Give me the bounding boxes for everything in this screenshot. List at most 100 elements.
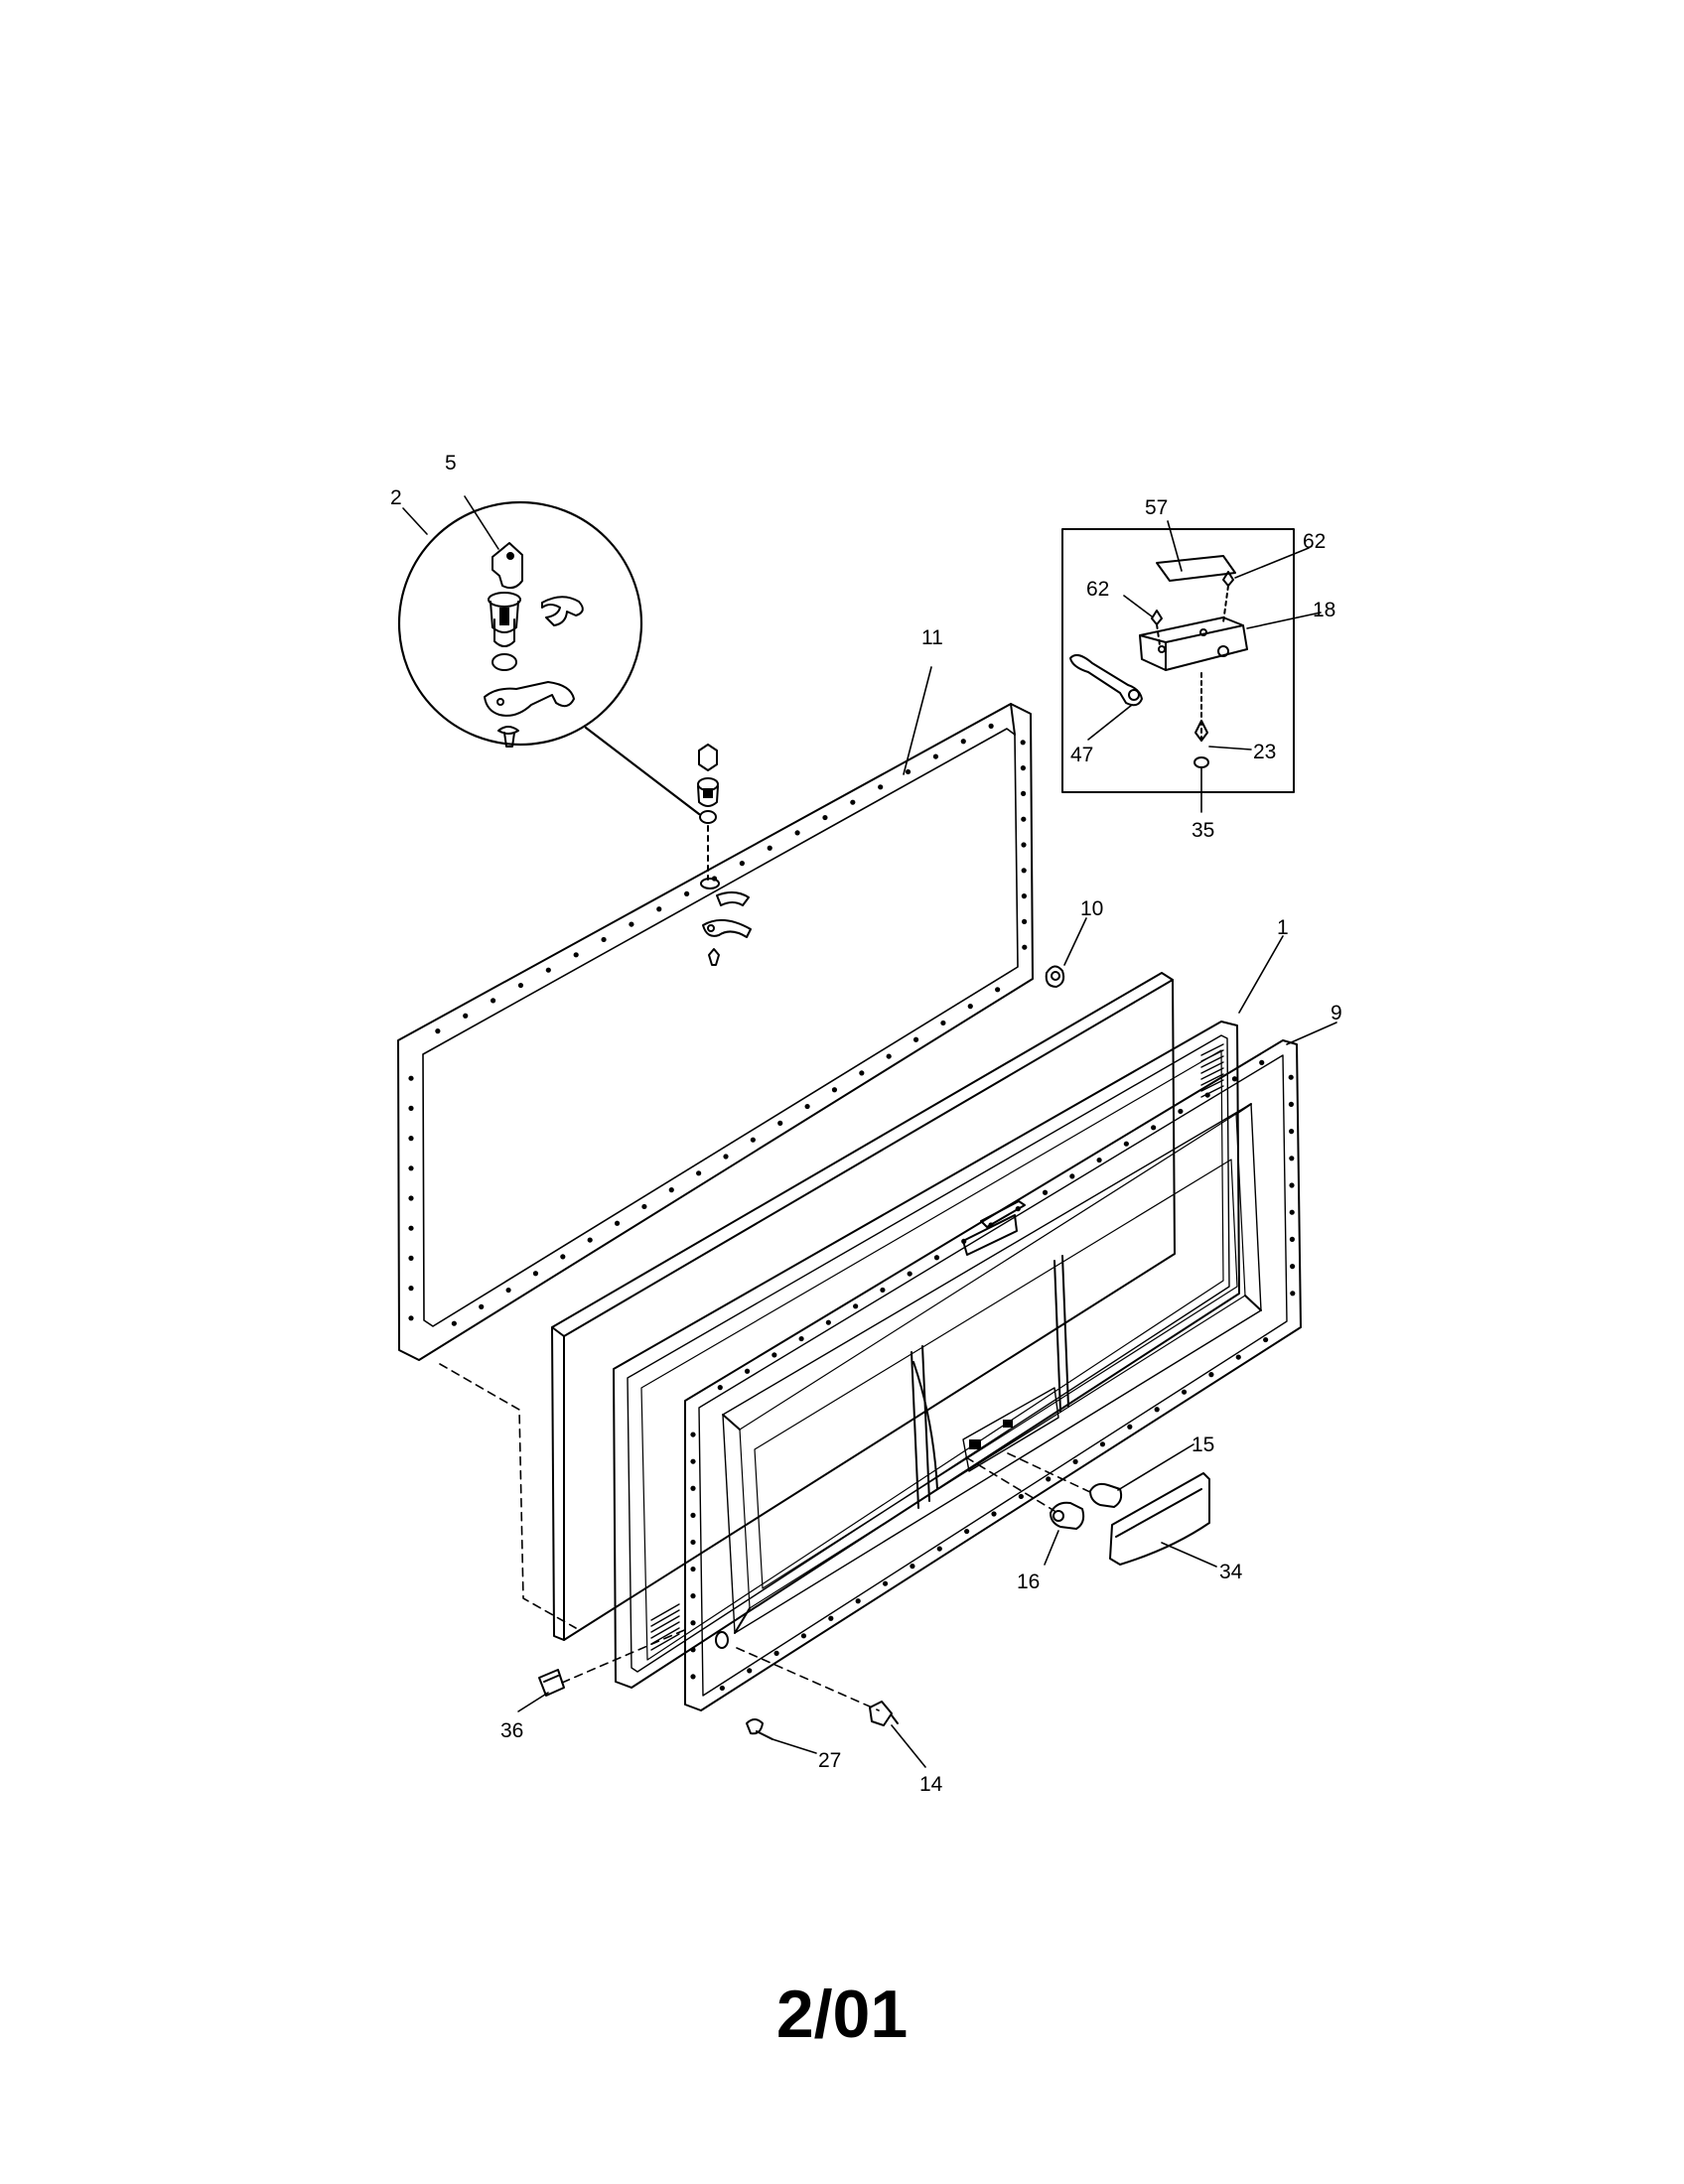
page-code: 2/01 [775,1977,909,2052]
screw-hole [1154,1407,1160,1413]
screw-hole [408,1165,414,1171]
handle-assembly-inset [1061,528,1295,793]
lock-assembly-inset [397,500,701,816]
screw-hole [1042,1189,1049,1195]
small-parts [439,1363,1210,1740]
screw-hole [739,861,745,867]
screw-hole [1288,1074,1294,1080]
screw-hole [905,768,912,775]
screw-hole [1020,740,1026,746]
screw-hole [1046,1476,1052,1482]
callout-47: 47 [1070,744,1093,766]
screw-hole [435,1028,441,1034]
screw-hole [804,1103,810,1110]
screw-hole [828,1615,834,1621]
screw-hole [1289,1209,1295,1215]
screw-hole [933,1255,940,1261]
screw-hole [1289,1182,1295,1188]
screw-hole [1181,1389,1188,1395]
screw-hole [1290,1264,1296,1270]
callout-36: 36 [500,1719,523,1742]
screw-hole [690,1620,696,1626]
insulation-panel [551,972,1176,1641]
screw-hole [690,1512,696,1518]
screw-hole [878,784,884,790]
screw-hole [1072,1458,1078,1464]
screw-hole [1021,868,1027,874]
screw-hole [690,1674,696,1680]
callout-57: 57 [1145,496,1168,519]
screw-hole [1020,765,1026,771]
screw-hole [940,1020,946,1026]
callout-34: 34 [1219,1561,1243,1583]
screw-hole [1022,944,1028,950]
screw-hole [932,753,939,759]
door-liner-panel [613,1021,1240,1689]
screw-hole [991,1511,997,1517]
screw-hole [800,1633,807,1639]
screw-hole [1096,1157,1102,1163]
callout-9: 9 [1331,1002,1342,1024]
screw-hole [690,1539,696,1546]
screw-hole [1178,1108,1184,1115]
screw-hole [1015,1206,1021,1212]
screw-hole [408,1286,414,1292]
screw-hole [886,1053,892,1059]
door-gasket-panel [397,703,1034,1361]
screw-hole [408,1075,414,1081]
screw-hole [1022,918,1028,925]
screw-hole [505,1287,511,1294]
screw-hole [1099,1441,1106,1447]
screw-hole [825,1319,831,1325]
screw-hole [798,1335,804,1342]
screw-hole [408,1315,414,1321]
screw-hole [517,982,524,989]
screw-hole [545,967,551,973]
screw-hole [614,1220,621,1226]
screw-hole [601,936,607,943]
lock-parts [697,744,1065,988]
callout-labels: 5 2 11 57 62 62 18 47 23 35 10 1 9 15 16… [390,452,1342,1796]
screw-hole [696,1170,702,1176]
screw-hole [1263,1336,1269,1343]
screw-hole [629,921,634,927]
screw-hole [690,1647,696,1653]
callout-11: 11 [921,626,943,649]
screw-hole [882,1580,889,1586]
screw-hole [408,1195,414,1201]
callout-16: 16 [1017,1570,1040,1593]
screw-hole [859,1070,865,1076]
screw-hole [1021,816,1027,822]
screw-hole [855,1598,861,1604]
screw-hole [1231,1076,1238,1082]
screw-hole [995,987,1001,993]
screw-hole [1290,1291,1296,1297]
screw-hole [587,1237,593,1243]
screw-hole [1235,1354,1241,1360]
screw-hole [910,1564,915,1570]
screw-hole [1289,1129,1295,1135]
screw-hole [961,1238,967,1244]
screw-hole [960,739,966,745]
screw-hole [690,1566,696,1572]
screw-hole [1127,1424,1133,1430]
screw-hole [1259,1059,1265,1065]
screw-hole [408,1255,414,1261]
screw-hole [777,1120,783,1126]
screw-hole [1021,842,1027,848]
screw-hole [831,1087,838,1093]
callout-23: 23 [1253,741,1276,763]
screw-hole [1151,1125,1157,1131]
screw-hole [747,1668,753,1674]
callout-27: 27 [818,1749,841,1772]
callout-62-left: 62 [1086,578,1109,601]
screw-hole [1123,1141,1129,1147]
screw-hole [690,1432,696,1437]
screw-hole [767,845,772,851]
callout-35: 35 [1192,819,1214,842]
screw-hole [1208,1372,1214,1378]
screw-hole [912,1036,919,1042]
screw-hole [573,952,579,958]
screw-hole [907,1271,912,1277]
